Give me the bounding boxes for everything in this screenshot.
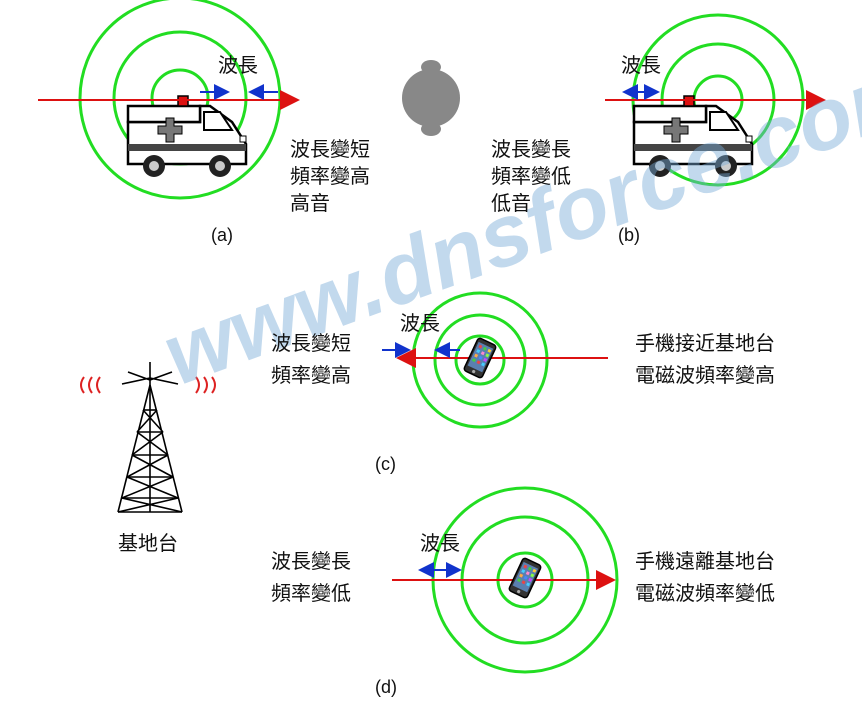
panel-c-right-line1: 手機接近基地台 [635,331,775,355]
panel-c-right-line2: 電磁波頻率變高 [635,363,775,387]
caption-b: (b) [618,225,640,245]
panel-c-wavelength-label: 波長 [400,311,440,335]
panel-d-right-line1: 手機遠離基地台 [635,549,775,573]
panel-a-text-line2: 頻率變高 [290,164,370,188]
panel-a-text-line3: 高音 [290,191,330,215]
panel-d-right-line2: 電磁波頻率變低 [635,581,775,605]
panel-a-wavelength-label: 波長 [218,53,258,77]
panel-a-text-line1: 波長變短 [290,137,370,161]
caption-d: (d) [375,677,397,697]
caption-c: (c) [375,454,396,474]
panel-d-wavelength-label: 波長 [420,531,460,555]
listener-head-icon [402,60,460,136]
panel-b-text-line1: 波長變長 [491,137,571,161]
smartphone-icon [462,336,498,380]
panel-c-left-line2: 頻率變高 [271,363,351,387]
panel-b-text-line3: 低音 [491,191,531,215]
panel-b-text-line2: 頻率變低 [491,164,571,188]
smartphone-icon [507,556,543,600]
ambulance-icon [126,94,248,179]
panel-d-left-line1: 波長變長 [271,549,351,573]
cell-tower-icon [80,362,216,513]
caption-a: (a) [211,225,233,245]
panel-c-left-line1: 波長變短 [271,331,351,355]
panel-b-wavelength-label: 波長 [621,53,661,77]
panel-d-left-line2: 頻率變低 [271,581,351,605]
tower-label: 基地台 [118,531,178,555]
